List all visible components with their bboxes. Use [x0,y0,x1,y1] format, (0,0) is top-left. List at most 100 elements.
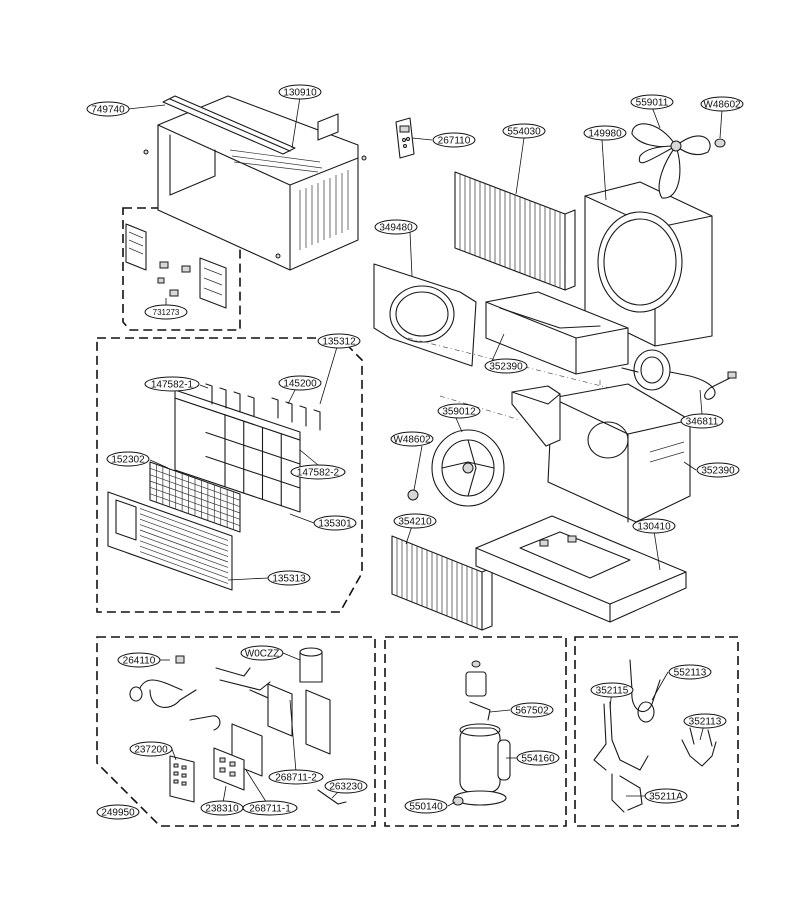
svg-text:554030: 554030 [507,127,541,138]
label-267110: 267110 [432,132,476,148]
hatch-line [139,535,229,568]
inlet-grille-part [107,491,233,591]
tubing-parts [593,659,717,813]
svg-text:346811: 346811 [686,417,719,428]
hatch-line [149,474,241,507]
svg-text:354210: 354210 [398,517,432,528]
svg-text:749740: 749740 [91,105,125,116]
svg-text:130910: 130910 [283,88,317,99]
label-238310: 238310 [200,800,244,816]
label-749740: 749740 [86,101,130,117]
svg-text:352115: 352115 [596,686,629,697]
hatch-line [139,524,229,557]
svg-text:731273: 731273 [153,308,180,317]
label-554160: 554160 [516,750,560,766]
label-352390-lower: 352390 [696,462,740,478]
electrical-parts [129,647,347,805]
remote-control-part [395,117,415,159]
air-filter-part [149,461,241,533]
hatch-line [139,545,229,579]
label-135313: 135313 [267,570,311,586]
label-559011: 559011 [630,94,674,110]
fan-blade-part [631,123,711,199]
svg-text:W48602: W48602 [393,435,431,446]
svg-text:149980: 149980 [588,129,622,140]
base-chassis-part [511,383,691,523]
label-550140: 550140 [404,798,448,814]
svg-text:135312: 135312 [322,337,356,348]
label-352390-upper: 352390 [484,358,528,374]
hatch-line [205,455,301,489]
label-349480: 349480 [374,219,418,235]
orifice-baffle-part [373,263,477,367]
svg-text:552113: 552113 [674,668,707,679]
svg-text:352390: 352390 [489,362,523,373]
hatch-line [149,493,241,526]
label-35211a: 35211A [644,788,688,804]
svg-text:567502: 567502 [515,706,549,717]
svg-text:35211A: 35211A [649,792,683,803]
label-130410: 130410 [632,518,676,534]
svg-text:W0CZZ: W0CZZ [245,649,279,660]
evaporator-coil-part [454,171,576,291]
fan-motor-part [621,349,737,400]
label-354210: 354210 [393,513,437,529]
label-147582-1: 147582-1 [144,376,200,392]
label-w0czz: W0CZZ [240,645,284,661]
nut-top-part [714,138,726,148]
compressor-parts [452,660,511,806]
condenser-coil-part [391,535,493,631]
svg-text:237200: 237200 [134,745,168,756]
label-352113: 352113 [683,713,727,729]
label-554030: 554030 [502,123,546,139]
label-135312: 135312 [317,333,361,349]
hatch-line [149,487,241,520]
label-w48602-lower: W48602 [390,431,434,447]
label-264110: 264110 [117,652,161,668]
hatch-line [139,508,229,541]
tubing-group-frame [574,636,739,827]
hatch-line [139,540,229,574]
svg-text:238310: 238310 [205,804,239,815]
label-w48602-top: W48602 [700,96,744,112]
label-130910: 130910 [278,84,322,100]
label-249950: 249950 [96,804,140,820]
label-152302: 152302 [106,451,150,467]
leader-lines [127,96,723,809]
drain-pan-part [485,291,629,375]
cabinet-part [143,95,367,271]
svg-text:554160: 554160 [521,754,555,765]
nut-lower-part [407,489,419,501]
louver-clips-left [205,383,255,417]
label-731273: 731273 [144,304,188,320]
svg-text:267110: 267110 [438,136,471,147]
svg-text:263230: 263230 [329,782,363,793]
label-145200: 145200 [278,375,322,391]
control-group-frame [122,207,241,331]
louver-clips-right [271,397,321,431]
compressor-group-frame [384,636,567,827]
svg-text:135301: 135301 [318,519,352,530]
svg-text:550140: 550140 [409,802,443,813]
base-pan-part [475,515,687,623]
label-359012: 359012 [437,403,481,419]
svg-text:268711-2: 268711-2 [275,773,317,784]
svg-text:147582-1: 147582-1 [151,380,194,391]
label-268711-2: 268711-2 [268,769,324,785]
front-grille-part [174,383,321,513]
blower-wheel-part [431,429,505,507]
label-346811: 346811 [680,413,724,429]
svg-text:352390: 352390 [701,466,735,477]
svg-text:359012: 359012 [442,407,476,418]
hatch-line [149,468,241,501]
hatch-line [139,518,229,552]
part-labels: 749740 130910 731273 267110 554030 14998… [86,84,744,820]
hatch-line [139,551,229,584]
label-552113: 552113 [668,664,712,680]
label-135301: 135301 [313,515,357,531]
hatch-line [205,431,301,465]
label-567502: 567502 [510,702,554,718]
svg-text:130410: 130410 [637,522,671,533]
hatch-line [149,480,241,514]
